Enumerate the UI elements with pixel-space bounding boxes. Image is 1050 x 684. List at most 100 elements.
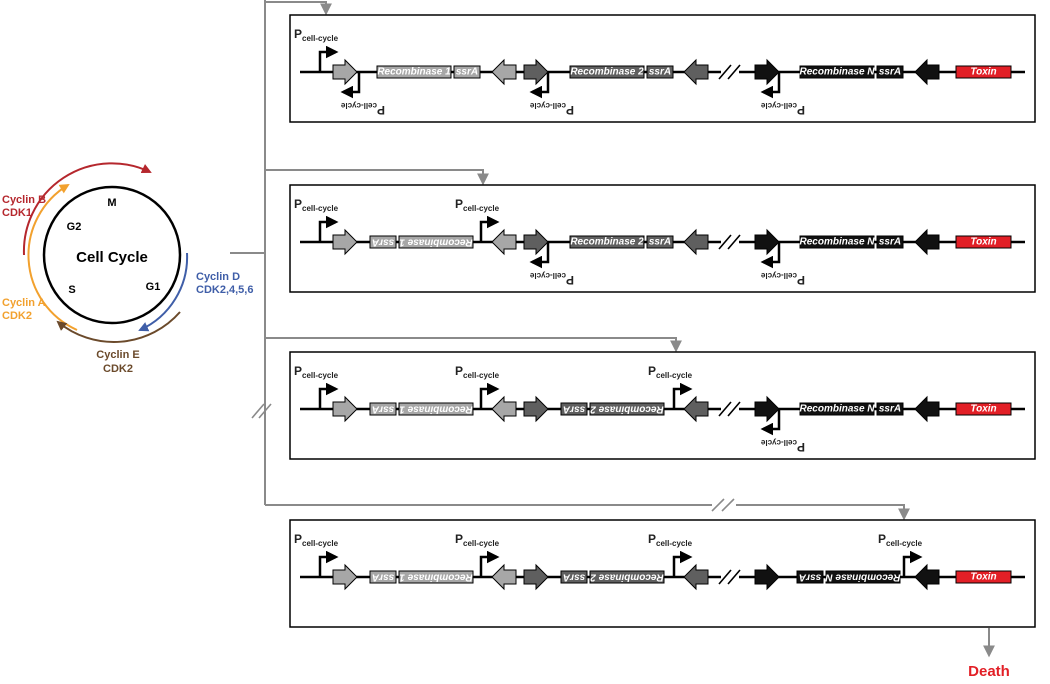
promoter-label-inverted: Pcell-cycle [760, 101, 805, 117]
cyclin-d-arc [138, 252, 189, 332]
cyclin-d-name: Cyclin D [196, 271, 240, 283]
ssra-tag-box [560, 402, 588, 416]
site-n-reverse [914, 228, 940, 256]
site-1-reverse [491, 228, 517, 256]
promoter-arrow-inverted [760, 409, 781, 436]
promoter-arrow-inverted [760, 72, 781, 99]
backbone-break-mark [718, 569, 732, 585]
recombinase-1-inverted-box [398, 402, 474, 416]
recombinase-2-inverted: Recombinase 2 [590, 404, 664, 415]
recombinase-1-inverted: Recombinase 1 [399, 237, 473, 248]
site-1-forward [332, 58, 358, 86]
recombinase-2-label-box [569, 235, 645, 249]
promoter-p: P [648, 532, 656, 546]
promoter-label: Pcell-cycle [455, 364, 500, 380]
ssra-tag: ssrA [372, 237, 394, 248]
promoter-p: P [566, 273, 574, 287]
promoter-p: P [294, 364, 302, 378]
site-1-forward [332, 395, 358, 423]
toxin-label-box [955, 402, 1012, 416]
promoter-label-inverted: Pcell-cycle [340, 101, 385, 117]
promoter-p: P [797, 440, 805, 454]
site-2-reverse [683, 228, 709, 256]
cell-cycle-title: Cell Cycle [76, 249, 148, 266]
promoter-subscript: cell-cycle [463, 204, 500, 213]
recombinase-2-inverted-box [589, 402, 665, 416]
backbone-break-gap [721, 66, 739, 78]
site-n-reverse [914, 58, 940, 86]
cyclin-e-name: Cyclin E [96, 349, 139, 361]
promoter-subscript: cell-cycle [656, 371, 693, 380]
recombinase-1-label: Recombinase 1 [377, 67, 451, 78]
cyclin-b-name: Cyclin B [2, 194, 46, 206]
site-2-reverse [683, 563, 709, 591]
promoter-p: P [455, 197, 463, 211]
cyclin-a-cdk: CDK2 [2, 310, 32, 322]
recombinase-n-label: Recombinase N [799, 67, 875, 78]
ssra-tag-box [369, 570, 397, 584]
connector-branch-4 [265, 504, 910, 521]
ssra-tag-box [560, 570, 588, 584]
connector-lines [230, 0, 995, 658]
recombinase-n-inverted-box [825, 570, 901, 584]
ssra-tag-box [646, 65, 674, 79]
promoter-arrow [479, 382, 500, 409]
recombinase-2-inverted: Recombinase 2 [590, 572, 664, 583]
ssra-tag-box [369, 235, 397, 249]
promoter-arrow-inverted [760, 242, 781, 269]
promoter-subscript: cell-cycle [760, 271, 797, 280]
site-2-forward [523, 228, 549, 256]
ssra-tag: ssrA [799, 572, 821, 583]
site-n-forward [754, 563, 780, 591]
promoter-arrow-inverted [529, 72, 550, 99]
site-2-reverse [683, 58, 709, 86]
promoter-label-inverted: Pcell-cycle [529, 271, 574, 287]
backbone-break-mark [718, 64, 732, 80]
connector-branch-1 [265, 1, 332, 16]
promoter-subscript: cell-cycle [529, 101, 566, 110]
site-n-reverse [914, 395, 940, 423]
backbone-break-mark [718, 234, 732, 250]
promoter-p: P [377, 103, 385, 117]
promoter-arrow [672, 382, 693, 409]
recombinase-1-inverted: Recombinase 1 [399, 404, 473, 415]
recombinase-2-label: Recombinase 2 [570, 237, 644, 248]
promoter-subscript: cell-cycle [760, 101, 797, 110]
cell-cycle-circle [42, 185, 182, 325]
site-1-forward [332, 228, 358, 256]
ssra-tag-box [453, 65, 481, 79]
site-n-reverse [914, 563, 940, 591]
ssra-tag: ssrA [649, 67, 671, 78]
toxin-label: Toxin [970, 572, 996, 583]
promoter-arrow [479, 550, 500, 577]
promoter-arrow [318, 215, 339, 242]
promoter-subscript: cell-cycle [463, 539, 500, 548]
ssra-tag: ssrA [372, 572, 394, 583]
ssra-tag-box [369, 402, 397, 416]
promoter-label: Pcell-cycle [648, 364, 693, 380]
spine-break-mark [251, 403, 265, 419]
backbone-break-mark [718, 401, 732, 417]
promoter-p: P [797, 103, 805, 117]
promoter-label: Pcell-cycle [455, 532, 500, 548]
site-1-reverse [491, 395, 517, 423]
ssra-tag: ssrA [456, 67, 478, 78]
site-1-reverse [491, 563, 517, 591]
spine-break-mark [258, 403, 272, 419]
promoter-arrow [479, 215, 500, 242]
promoter-p: P [455, 532, 463, 546]
ssra-tag: ssrA [563, 572, 585, 583]
backbone-break-gap [721, 571, 739, 583]
recombinase-n-label-box [799, 235, 875, 249]
site-2-reverse [683, 395, 709, 423]
cell-cycle-group: Cell Cycle M G2 S G1 Cyclin B CDK1 Cycli… [2, 162, 253, 375]
promoter-p: P [566, 103, 574, 117]
break-marks [251, 403, 736, 512]
promoter-subscript: cell-cycle [302, 204, 339, 213]
promoter-label-inverted: Pcell-cycle [529, 101, 574, 117]
recombinase-1-label-box [376, 65, 452, 79]
connector-branch-2 [265, 169, 489, 186]
phase-m-label: M [107, 197, 116, 209]
